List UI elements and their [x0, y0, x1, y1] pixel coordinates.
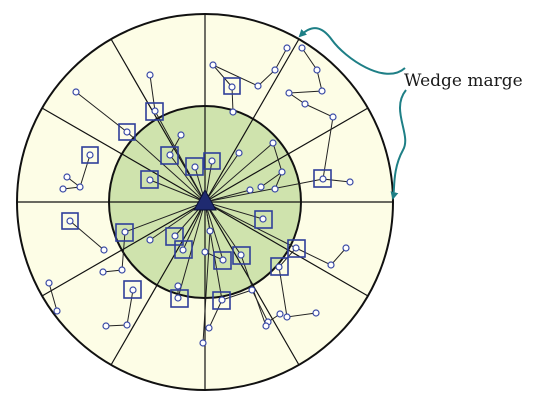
sink-triangle-icon — [193, 188, 217, 211]
wedge-marge-arrow — [298, 27, 406, 75]
wedge-marge-label: Wedge marge — [404, 71, 523, 91]
routing-links — [48, 47, 351, 344]
cluster-head-squares — [61, 77, 332, 310]
sensor-nodes — [45, 44, 354, 347]
wedge-marge-arrow-lower — [390, 89, 407, 200]
